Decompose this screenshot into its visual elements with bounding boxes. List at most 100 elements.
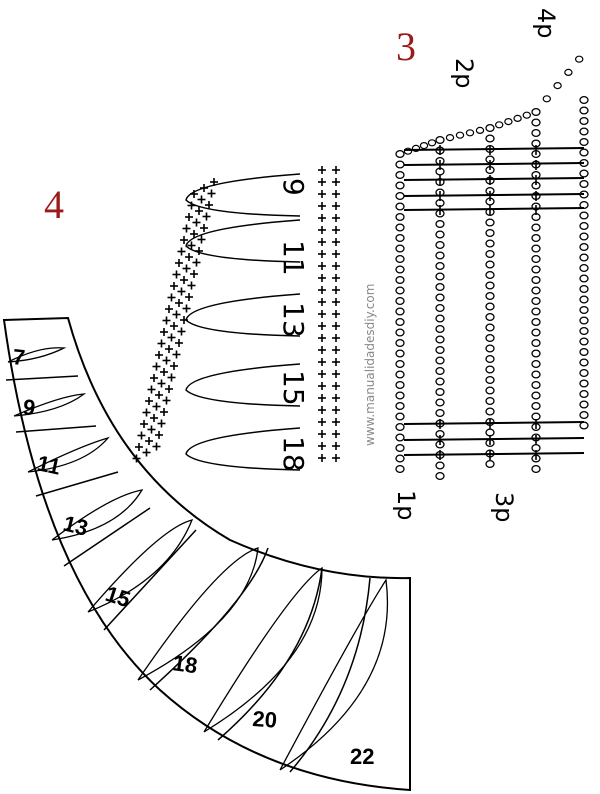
chain-stitch (465, 129, 475, 137)
fan-segment-number: 18 (171, 650, 199, 678)
chain-stitch (485, 239, 495, 248)
chain-stitch (522, 111, 532, 119)
chain-stitch (435, 219, 445, 229)
chain-stitch (579, 169, 589, 178)
chain-stitch (435, 461, 445, 470)
chain-stitch (435, 324, 445, 334)
chain-stitch (485, 375, 495, 385)
stitch-row-line (403, 162, 585, 166)
chain-stitch (579, 127, 589, 136)
middle-loop-number: 11 (277, 240, 310, 276)
chain-stitch (485, 281, 495, 290)
section-3-diagram (395, 55, 589, 481)
chain-stitch (531, 317, 541, 327)
fan-segment-number: 7 (11, 344, 26, 370)
fan-segment-number: 22 (350, 744, 374, 769)
fan-loop (137, 547, 259, 681)
chain-stitch (531, 349, 541, 358)
chain-stitch (455, 131, 465, 139)
fan-segment-number: 9 (21, 394, 37, 420)
chain-stitch (485, 228, 495, 238)
chain-stitch (531, 128, 541, 138)
chain-stitch (531, 286, 541, 295)
row-label-4p: 4p (532, 8, 560, 39)
chain-stitch (395, 443, 405, 453)
chain-stitch (395, 202, 405, 211)
chain-stitch (395, 254, 405, 264)
chain-stitch (485, 333, 495, 343)
chain-stitch (531, 275, 541, 285)
chain-stitch (579, 242, 589, 252)
chain-stitch (395, 359, 405, 369)
chain-stitch (579, 179, 589, 189)
chain-stitch (579, 148, 589, 157)
chain-stitch (435, 366, 445, 376)
chain-stitch (579, 316, 589, 325)
chain-stitch (504, 117, 513, 126)
chain-stitch (395, 191, 405, 201)
chain-stitch (395, 401, 405, 411)
chain-stitch (579, 95, 589, 105)
chain-stitch (395, 328, 405, 337)
chain-stitch (395, 349, 405, 358)
chain-stitch (531, 296, 541, 306)
chain-stitch (395, 433, 405, 442)
chain-stitch (395, 307, 405, 316)
section-label-3: 3 (396, 24, 416, 69)
chain-stitch (395, 391, 405, 400)
chain-stitch (485, 291, 495, 301)
chain-stitch (435, 387, 445, 397)
chain-stitch (395, 286, 405, 295)
chain-stitch (435, 230, 445, 239)
chain-stitch (427, 139, 437, 147)
chain-stitch (435, 408, 445, 418)
fan-segment-number: 11 (35, 450, 63, 479)
chain-stitch (579, 137, 589, 147)
stitch-loop (185, 427, 301, 471)
chain-stitch (485, 134, 495, 143)
chain-stitch (395, 275, 405, 285)
fan-divider (289, 577, 371, 773)
chain-stitch (485, 365, 495, 374)
chain-stitch (579, 116, 589, 126)
middle-loop-numbers: 9 11 13 15 18 (277, 178, 310, 472)
chain-stitch (485, 407, 495, 416)
chain-stitch (485, 354, 495, 364)
chain-stitch (531, 223, 541, 232)
chain-stitch (395, 338, 405, 348)
stitch-row-line (403, 193, 585, 197)
stitch-row-line (403, 421, 585, 425)
watermark: www.manualidadesdiy.com (363, 284, 377, 446)
row-label-3p: 3p (490, 492, 518, 523)
chain-stitch (531, 370, 541, 379)
stitch-row-line (403, 177, 585, 181)
fan-divider (35, 471, 119, 497)
chain-stitch (435, 272, 445, 281)
chain-stitch (531, 391, 541, 400)
chain-stitch (395, 454, 405, 463)
chain-stitch (435, 240, 445, 250)
chain-stitch (435, 377, 445, 386)
chain-stitch (531, 233, 541, 243)
chain-stitch (579, 221, 589, 231)
row-label-1p: 1p (392, 490, 420, 521)
chain-stitch (395, 412, 405, 421)
middle-stitch-diagram (132, 166, 340, 471)
fan-divider (63, 507, 151, 567)
chain-stitch (531, 401, 541, 411)
chain-stitch (435, 398, 445, 407)
chain-stitch (485, 323, 495, 332)
fan-segment-number: 15 (102, 581, 133, 612)
chain-stitch (485, 218, 495, 227)
chain-stitch (395, 265, 405, 274)
stitch-row-line (403, 437, 585, 441)
chain-stitch (395, 244, 405, 253)
chain-stitch (579, 106, 589, 115)
chain-stitch (395, 464, 405, 474)
chain-stitch (579, 358, 589, 367)
chain-stitch (531, 118, 541, 127)
fan-loop (13, 393, 87, 417)
chain-stitch (395, 233, 405, 243)
chain-stitch (435, 251, 445, 260)
